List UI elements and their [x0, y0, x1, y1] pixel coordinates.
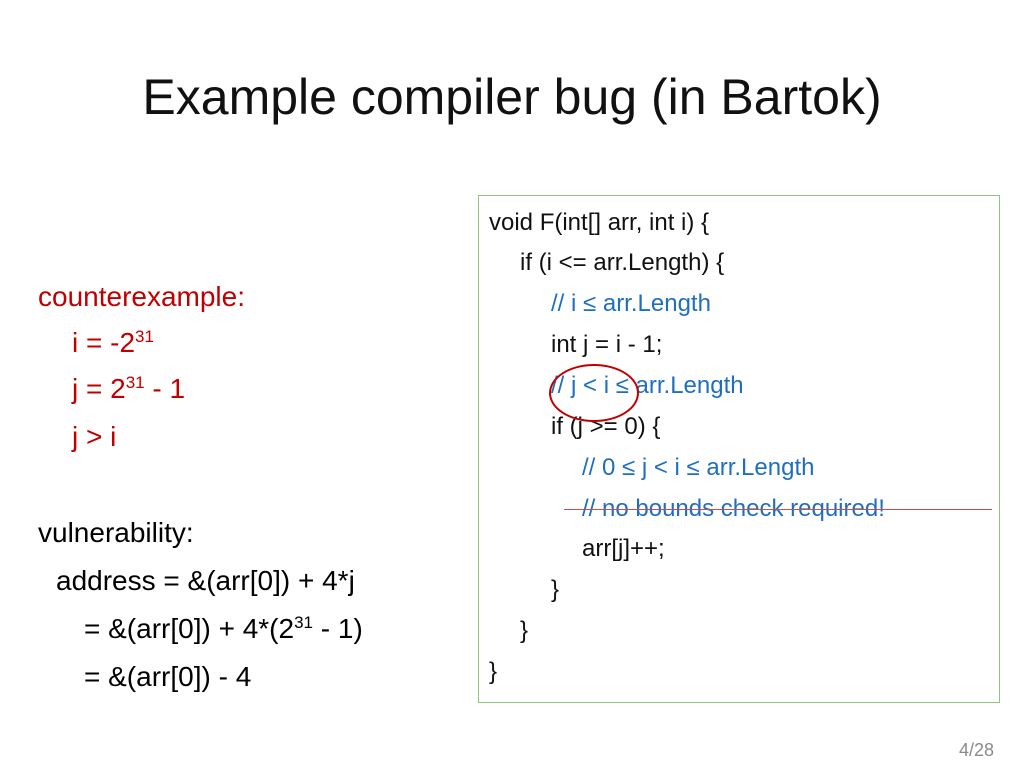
code-line-4: int j = i - 1; — [551, 331, 663, 358]
code-line-3-comment: // i ≤ arr.Length — [551, 290, 711, 317]
counterexample-j-text: j = 2 — [72, 373, 126, 404]
code-line-8-comment: // no bounds check required! — [582, 495, 885, 522]
counterexample-i: i = -231 — [72, 326, 154, 360]
strikethrough-annotation — [564, 509, 992, 510]
vulnerability-line-1: address = &(arr[0]) + 4*j — [56, 565, 355, 596]
counterexample-j-tail: - 1 — [144, 373, 186, 404]
vulnerability-line-2-pre: = &(arr[0]) + 4*(2 — [84, 613, 295, 644]
counterexample-i-exponent: 31 — [135, 327, 154, 346]
code-line-9: arr[j]++; — [582, 535, 665, 562]
vulnerability-line-2: = &(arr[0]) + 4*(231 - 1) — [84, 612, 363, 646]
code-line-10: } — [551, 576, 560, 603]
vulnerability-line-2-post: - 1) — [313, 613, 363, 644]
circle-annotation — [549, 364, 639, 422]
code-line-12: } — [489, 658, 498, 685]
code-line-2: if (i <= arr.Length) { — [520, 249, 725, 276]
code-line-7-comment: // 0 ≤ j < i ≤ arr.Length — [582, 454, 815, 481]
counterexample-j-exponent: 31 — [125, 373, 145, 392]
code-box: void F(int[] arr, int i) { if (i <= arr.… — [478, 195, 1000, 703]
counterexample-relation: j > i — [72, 421, 117, 452]
code-line-11: } — [520, 617, 529, 644]
counterexample-j: j = 231 - 1 — [72, 372, 185, 406]
vulnerability-line-3: = &(arr[0]) - 4 — [84, 661, 252, 692]
code-line-1: void F(int[] arr, int i) { — [489, 209, 710, 236]
counterexample-i-text: i = -2 — [72, 327, 136, 358]
slide-title: Example compiler bug (in Bartok) — [142, 69, 882, 125]
vulnerability-heading: vulnerability: — [38, 517, 194, 548]
counterexample-heading: counterexample: — [38, 281, 246, 312]
page-number: 4/28 — [958, 740, 994, 760]
vulnerability-line-2-exponent: 31 — [294, 613, 314, 632]
